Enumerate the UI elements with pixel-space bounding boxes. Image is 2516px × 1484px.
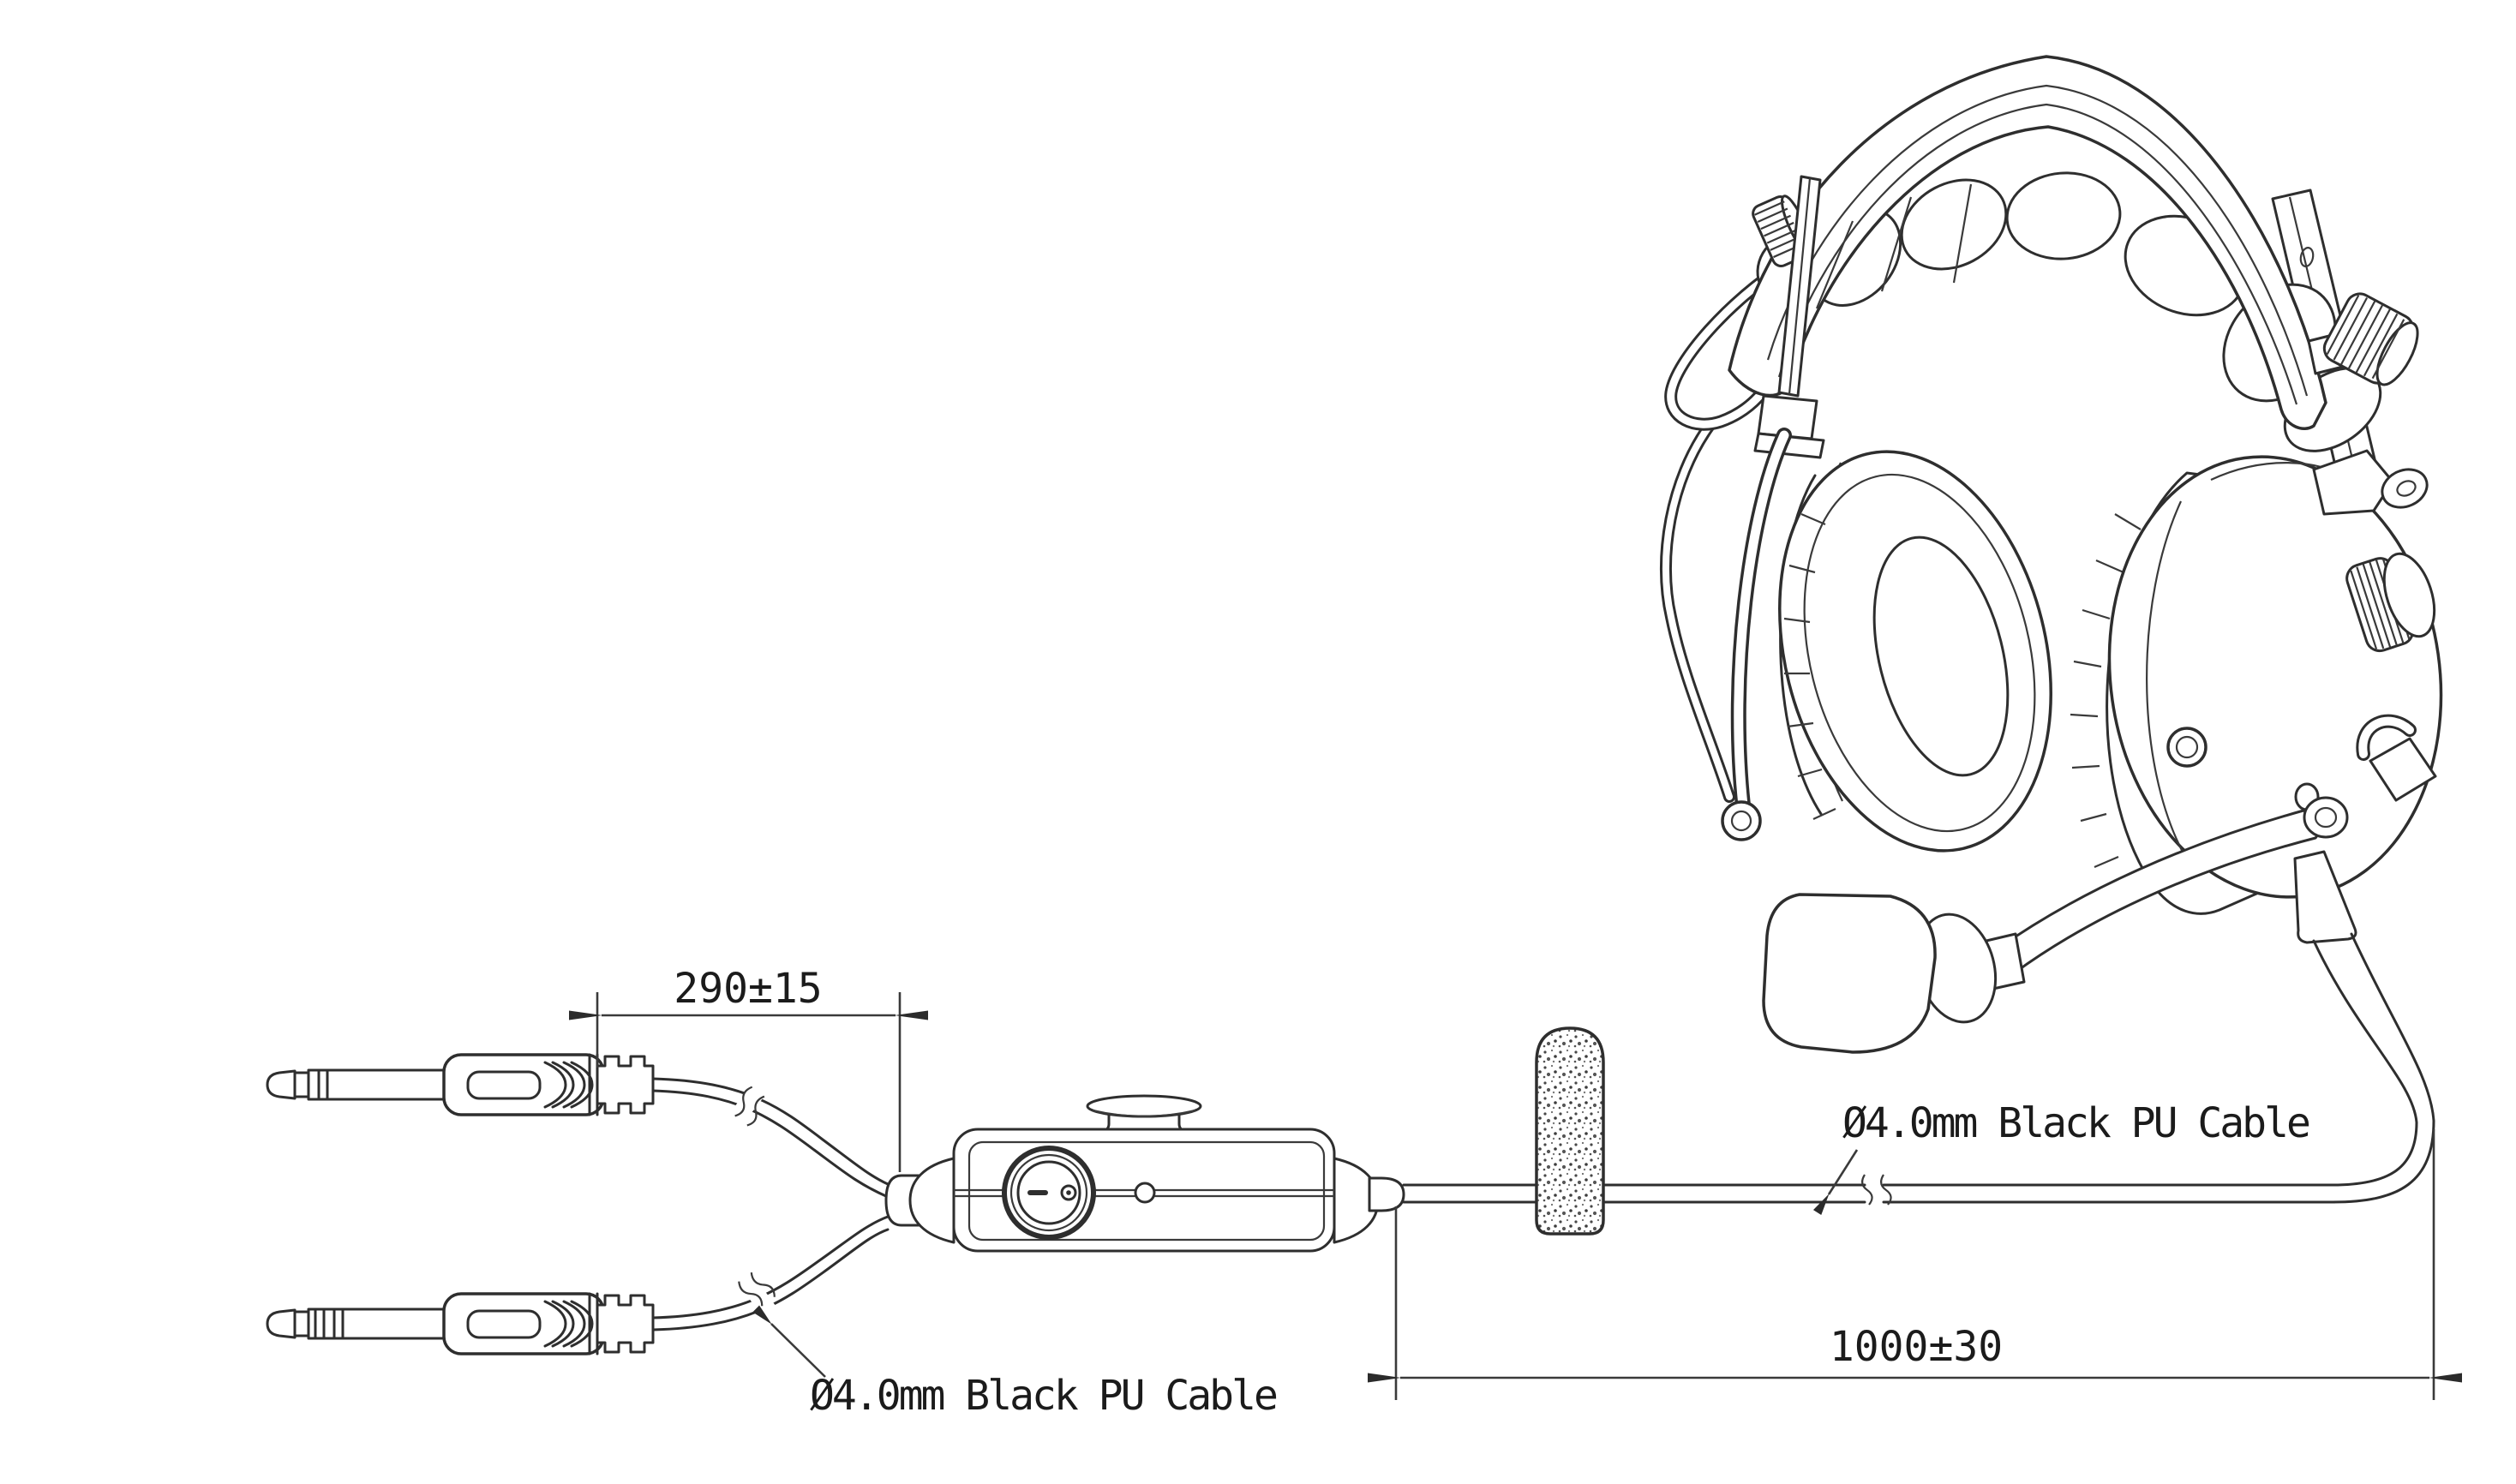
indicator-hole — [1134, 1182, 1156, 1204]
headband — [1728, 55, 2327, 430]
cable-label-left: Ø4.0mm Black PU Cable — [752, 1305, 1279, 1420]
cable-label-left-text: Ø4.0mm Black PU Cable — [810, 1372, 1277, 1420]
strain-relief — [596, 1055, 655, 1115]
plug-cables — [651, 1077, 890, 1331]
audio-plug-bottom — [266, 1292, 655, 1355]
dimension-290-text: 290±15 — [674, 965, 822, 1013]
mic-boom-arm — [1998, 809, 2321, 975]
boom-microphone — [1762, 893, 2026, 1054]
top-volume-knob[interactable] — [1086, 1094, 1202, 1134]
plug-shaft — [307, 1068, 447, 1101]
dimension-1000: 1000±30 — [1368, 1129, 2462, 1400]
control-box — [884, 1094, 1405, 1253]
grip-chevrons — [543, 1061, 594, 1109]
cable-break-symbol — [737, 1272, 778, 1319]
left-earcup — [1721, 428, 2052, 853]
cable-ferrule — [1368, 1176, 1405, 1212]
cushion-rib-marks — [2070, 513, 2142, 907]
strain-relief — [596, 1294, 655, 1354]
earcup-volume-knob — [2345, 552, 2436, 653]
cable-break-symbol — [1861, 1174, 1892, 1206]
cable-label-right: Ø4.0mm Black PU Cable — [1812, 1099, 2312, 1216]
dimension-1000-text: 1000±30 — [1830, 1323, 2003, 1371]
plug-tip — [266, 1308, 297, 1339]
right-earcup — [2070, 449, 2443, 915]
cable-strap — [1535, 1026, 1605, 1236]
grip-chevrons — [543, 1300, 594, 1348]
plug-tip — [266, 1069, 297, 1100]
headset-illustration — [1659, 55, 2443, 1204]
cable-break-symbol — [723, 1086, 765, 1132]
yoke-clamp — [2312, 449, 2394, 516]
boom-mount-hook — [2356, 714, 2437, 802]
switch-off-mark — [1060, 1184, 1077, 1201]
headset-cable — [2293, 850, 2435, 1204]
audio-plug-top — [266, 1053, 655, 1116]
main-cable — [1402, 1174, 2336, 1206]
power-switch[interactable] — [1002, 1146, 1096, 1240]
plug-shaft — [307, 1307, 447, 1340]
cable-label-right-text: Ø4.0mm Black PU Cable — [1842, 1099, 2309, 1147]
dimension-290: 290±15 — [569, 965, 928, 1172]
boom-hinge — [2294, 782, 2349, 839]
right-adjuster — [2299, 247, 2419, 386]
cushion-stitch-ticks — [1783, 512, 1836, 820]
